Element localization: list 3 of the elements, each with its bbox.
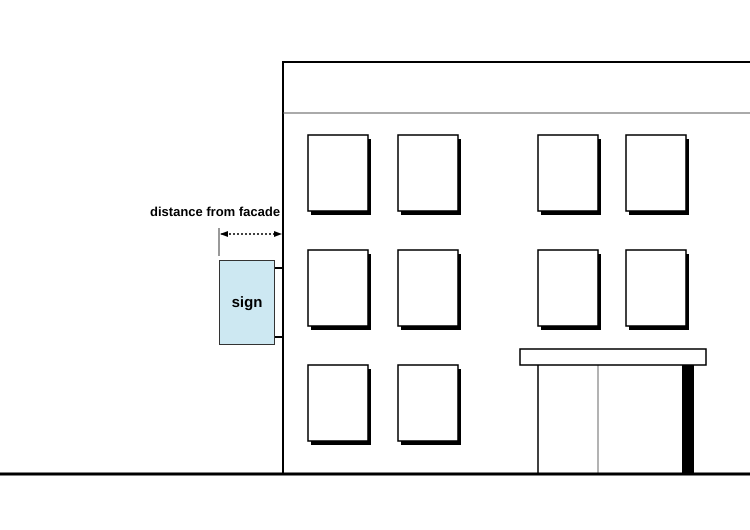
sign-text: sign — [232, 294, 262, 311]
dimension-label: distance from facade — [150, 204, 280, 219]
sign-panel — [219, 260, 275, 345]
